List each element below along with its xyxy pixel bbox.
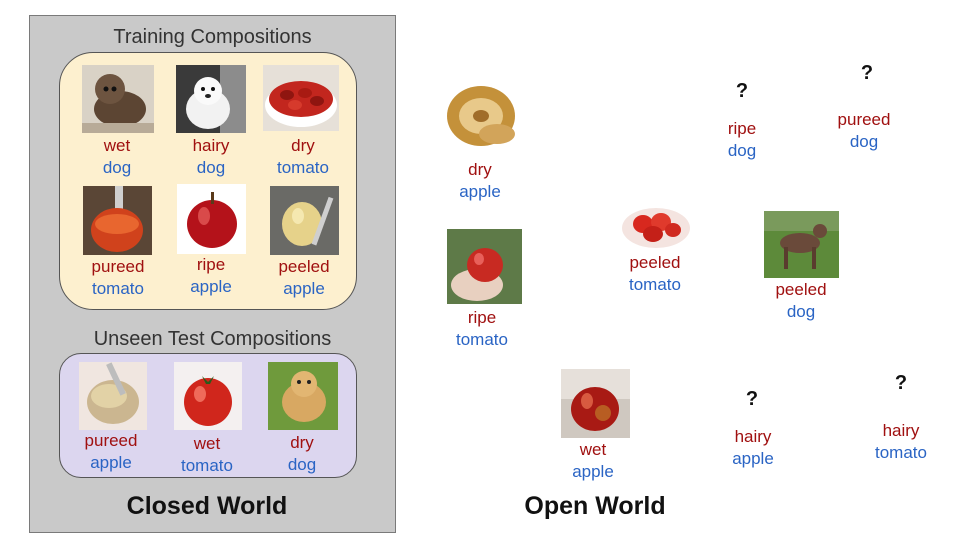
object-label: tomato (875, 443, 927, 462)
object-label: apple (732, 449, 774, 468)
object-label: tomato (181, 456, 233, 475)
dry-tomato-photo (263, 65, 339, 131)
object-label: dog (786, 302, 816, 321)
object-label: tomato (92, 279, 144, 298)
wet-dog-photo (82, 65, 154, 133)
object-label: dog (102, 158, 132, 177)
dry-dog-photo (268, 362, 338, 430)
caption-ripe-dog: ripe dog (728, 118, 756, 162)
attribute-label: hairy (734, 427, 772, 446)
caption-wet-tomato: wet tomato (181, 433, 233, 477)
wet-tomato-photo (174, 362, 242, 430)
caption-peeled-tomato: peeled tomato (629, 252, 681, 296)
caption-peeled-dog: peeled dog (775, 279, 826, 323)
closed-world-label: Closed World (126, 492, 288, 520)
attribute-label: wet (103, 136, 131, 155)
caption-dry-dog: dry dog (288, 432, 316, 476)
object-label: tomato (456, 330, 508, 349)
unknown-image-question-mark: ? (735, 80, 749, 102)
caption-peeled-apple: peeled apple (278, 256, 329, 300)
ripe-tomato-photo (447, 229, 522, 304)
attribute-label: peeled (629, 253, 681, 272)
object-label: tomato (629, 275, 681, 294)
attribute-label: dry (291, 136, 315, 155)
object-label: dog (849, 132, 879, 151)
object-label: dog (727, 141, 757, 160)
unseen-test-compositions-title: Unseen Test Compositions (93, 328, 332, 350)
ripe-apple-photo (177, 184, 246, 254)
unknown-image-question-mark: ? (894, 372, 908, 394)
caption-dry-apple: dry apple (459, 159, 501, 203)
attribute-label: ripe (196, 255, 226, 274)
dry-apple-photo (441, 76, 521, 152)
caption-ripe-apple: ripe apple (190, 254, 232, 298)
attribute-label: wet (193, 434, 221, 453)
object-label: apple (283, 279, 325, 298)
wet-apple-photo (561, 369, 630, 438)
caption-pureed-tomato: pureed tomato (92, 256, 145, 300)
caption-wet-apple: wet apple (572, 439, 614, 483)
caption-ripe-tomato: ripe tomato (456, 307, 508, 351)
caption-hairy-dog: hairy dog (193, 135, 230, 179)
attribute-label: pureed (84, 431, 138, 450)
object-label: apple (459, 182, 501, 201)
peeled-dog-photo (764, 211, 839, 278)
attribute-label: pureed (837, 110, 891, 129)
pureed-apple-photo (79, 362, 147, 430)
attribute-label: ripe (467, 308, 497, 327)
attribute-label: peeled (278, 257, 330, 276)
caption-pureed-dog: pureed dog (838, 109, 891, 153)
object-label: apple (190, 277, 232, 296)
attribute-label: dry (468, 160, 492, 179)
caption-hairy-tomato: hairy tomato (875, 420, 927, 464)
object-label: dog (196, 158, 226, 177)
object-label: apple (572, 462, 614, 481)
unknown-image-question-mark: ? (860, 62, 874, 84)
open-world-label: Open World (524, 492, 666, 520)
peeled-apple-photo (270, 186, 339, 255)
attribute-label: ripe (727, 119, 757, 138)
caption-hairy-apple: hairy apple (732, 426, 774, 470)
attribute-label: peeled (775, 280, 827, 299)
pureed-tomato-photo (83, 186, 152, 255)
caption-wet-dog: wet dog (103, 135, 131, 179)
attribute-label: hairy (192, 136, 230, 155)
attribute-label: hairy (882, 421, 920, 440)
caption-pureed-apple: pureed apple (85, 430, 138, 474)
attribute-label: pureed (91, 257, 145, 276)
object-label: dog (287, 455, 317, 474)
training-compositions-title: Training Compositions (113, 26, 312, 48)
unknown-image-question-mark: ? (745, 388, 759, 410)
object-label: apple (90, 453, 132, 472)
hairy-dog-photo (176, 65, 246, 133)
object-label: tomato (277, 158, 329, 177)
attribute-label: dry (290, 433, 314, 452)
peeled-tomato-photo (617, 194, 695, 252)
caption-dry-tomato: dry tomato (277, 135, 329, 179)
attribute-label: wet (579, 440, 607, 459)
